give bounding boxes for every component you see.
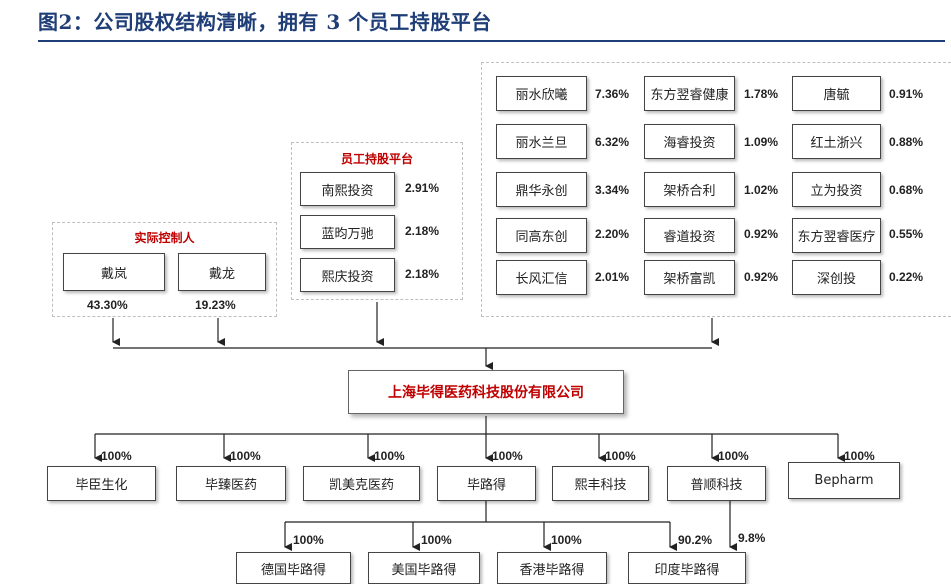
investor-pct: 1.78%	[744, 87, 779, 101]
esop-lanyun-pct: 2.18%	[405, 224, 440, 238]
investor-lishui-landan: 丽水兰旦	[496, 124, 587, 159]
controllers-group	[52, 222, 277, 317]
subsidiary-pct: 100%	[718, 449, 749, 463]
grand-subsidiary-pct: 90.2%	[678, 533, 713, 547]
investor-pct: 0.22%	[889, 270, 924, 284]
subsidiary-bichen: 毕臣生化	[47, 466, 156, 501]
investor-shenchuangtou: 深创投	[792, 260, 881, 295]
investor-dongfang-yirui-yiliao: 东方翌睿医疗	[792, 218, 881, 253]
investor-lishui-xinxi: 丽水欣曦	[496, 76, 587, 111]
esop-lanyun: 蓝昀万驰	[300, 215, 395, 249]
grand-subsidiary-usa: 美国毕路得	[368, 552, 480, 584]
main-company: 上海毕得医药科技股份有限公司	[348, 370, 624, 414]
subsidiary-pushun: 普顺科技	[667, 466, 766, 501]
investor-pct: 0.55%	[889, 227, 924, 241]
investor-changfeng-huixin: 长风汇信	[496, 260, 587, 295]
controller-dai-long-pct: 19.23%	[195, 298, 236, 312]
title-rule	[38, 40, 945, 42]
esop-nanxi-pct: 2.91%	[405, 181, 440, 195]
investor-pct: 1.09%	[744, 135, 779, 149]
subsidiary-biluode: 毕路得	[437, 466, 536, 501]
subsidiary-bizhen: 毕臻医药	[176, 466, 286, 501]
investor-jiaqiao-fukai: 架桥富凯	[644, 260, 735, 295]
investor-pct: 0.88%	[889, 135, 924, 149]
controller-dai-long: 戴龙	[178, 253, 266, 291]
subsidiary-pct: 100%	[101, 449, 132, 463]
investor-pct: 3.34%	[595, 183, 630, 197]
subsidiary-pct: 100%	[492, 449, 523, 463]
investor-pct: 0.92%	[744, 227, 779, 241]
investor-ruidao-touzi: 睿道投资	[644, 218, 735, 253]
subsidiary-pct: 100%	[374, 449, 405, 463]
investor-jiaqiao-heli: 架桥合利	[644, 172, 735, 207]
subsidiary-pct: 100%	[844, 449, 875, 463]
figure-title: 图2：公司股权结构清晰，拥有 3 个员工持股平台	[38, 10, 492, 34]
controller-dai-lan: 戴岚	[63, 253, 165, 291]
investor-pct: 1.02%	[744, 183, 779, 197]
investor-liwei-touzi: 立为投资	[792, 172, 881, 207]
investor-tonggao-dongchuang: 同高东创	[496, 218, 587, 253]
subsidiary-pct: 100%	[230, 449, 261, 463]
esop-xiqing: 熙庆投资	[300, 258, 395, 292]
investor-pct: 7.36%	[595, 87, 630, 101]
investor-pct: 0.91%	[889, 87, 924, 101]
controller-dai-lan-pct: 43.30%	[87, 298, 128, 312]
grand-subsidiary-india: 印度毕路得	[628, 552, 746, 584]
investor-pct: 0.68%	[889, 183, 924, 197]
grand-subsidiary-pct: 100%	[293, 533, 324, 547]
investor-dinghua-yongchuang: 鼎华永创	[496, 172, 587, 207]
india-minority-pct: 9.8%	[738, 531, 766, 545]
investor-hairui-touzi: 海睿投资	[644, 124, 735, 159]
esop-nanxi: 南熙投资	[300, 172, 395, 206]
grand-subsidiary-hongkong: 香港毕路得	[497, 552, 607, 584]
esop-group	[291, 142, 463, 300]
subsidiary-bepharm: Bepharm	[788, 462, 900, 499]
investor-pct: 2.20%	[595, 227, 630, 241]
investors-group	[481, 62, 951, 317]
investor-hongtu-zhexing: 红土浙兴	[792, 124, 881, 159]
investor-tang-yu: 唐毓	[792, 76, 881, 111]
investor-pct: 2.01%	[595, 270, 630, 284]
investor-pct: 0.92%	[744, 270, 779, 284]
controllers-label: 实际控制人	[134, 231, 195, 245]
grand-subsidiary-germany: 德国毕路得	[236, 552, 351, 584]
grand-subsidiary-pct: 100%	[551, 533, 582, 547]
investor-pct: 6.32%	[595, 135, 630, 149]
esop-label: 员工持股平台	[340, 152, 413, 166]
grand-subsidiary-pct: 100%	[421, 533, 452, 547]
subsidiary-xifeng: 熙丰科技	[552, 466, 649, 501]
subsidiary-pct: 100%	[605, 449, 636, 463]
investor-dongfang-yirui-jiankang: 东方翌睿健康	[644, 76, 735, 111]
esop-xiqing-pct: 2.18%	[405, 267, 440, 281]
subsidiary-kaimeike: 凯美克医药	[303, 466, 420, 501]
